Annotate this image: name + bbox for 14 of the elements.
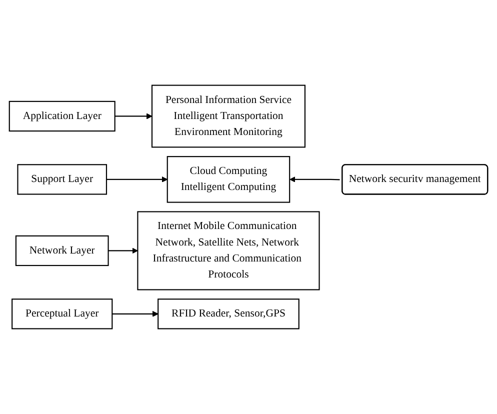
layer-content-box: RFID Reader, Sensor,GPS <box>158 298 300 330</box>
layer-content-box: Personal Information Service Intelligent Transportation Environment Monitoring <box>151 84 306 148</box>
layer-content-box: Internet Mobile Communication Network, Satellite Nets, Network Infrastructure and Communication Protocols <box>137 211 320 290</box>
arrow <box>108 248 138 254</box>
arrow <box>114 113 152 120</box>
arrow <box>290 176 340 182</box>
layer-name-box: Support Layer <box>17 164 108 195</box>
side-panel: Network securitv management <box>342 164 488 195</box>
arrow <box>106 176 168 182</box>
layer-name-box: Application Layer <box>8 100 116 132</box>
arrow <box>112 310 158 317</box>
layer-name-box: Network Layer <box>15 235 109 266</box>
layer-content-box: Cloud Computing Intelligent Computing <box>166 156 290 203</box>
layer-name-box: Perceptual Layer <box>12 298 113 330</box>
